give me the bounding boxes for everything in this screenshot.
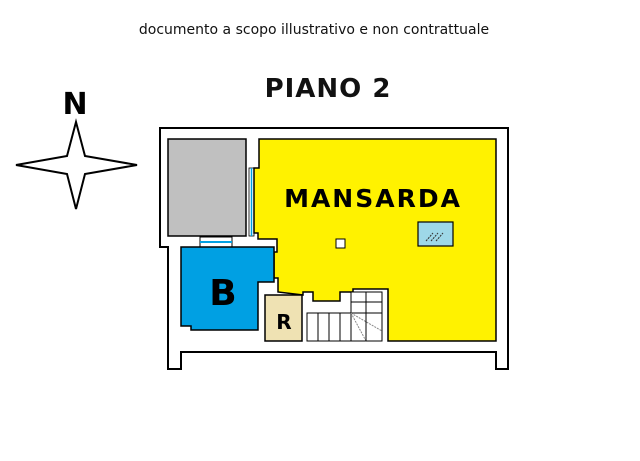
room-bathroom [180,246,275,331]
north-label: N [62,87,87,122]
room-label-mansarda: MANSARDA [284,184,462,213]
room-storage [264,294,303,342]
room-label-storage: R [276,310,291,334]
skylight [417,221,454,247]
pillar [335,238,346,249]
room-gray [167,138,247,237]
window [199,167,255,248]
disclaimer-text: documento a scopo illustrativo e non con… [138,22,490,38]
room-label-bathroom: B [209,273,236,314]
staircase [306,291,383,342]
compass-rose-icon: N [15,87,138,210]
room-mansarda [253,138,497,342]
floor-title: PIANO 2 [264,74,392,104]
